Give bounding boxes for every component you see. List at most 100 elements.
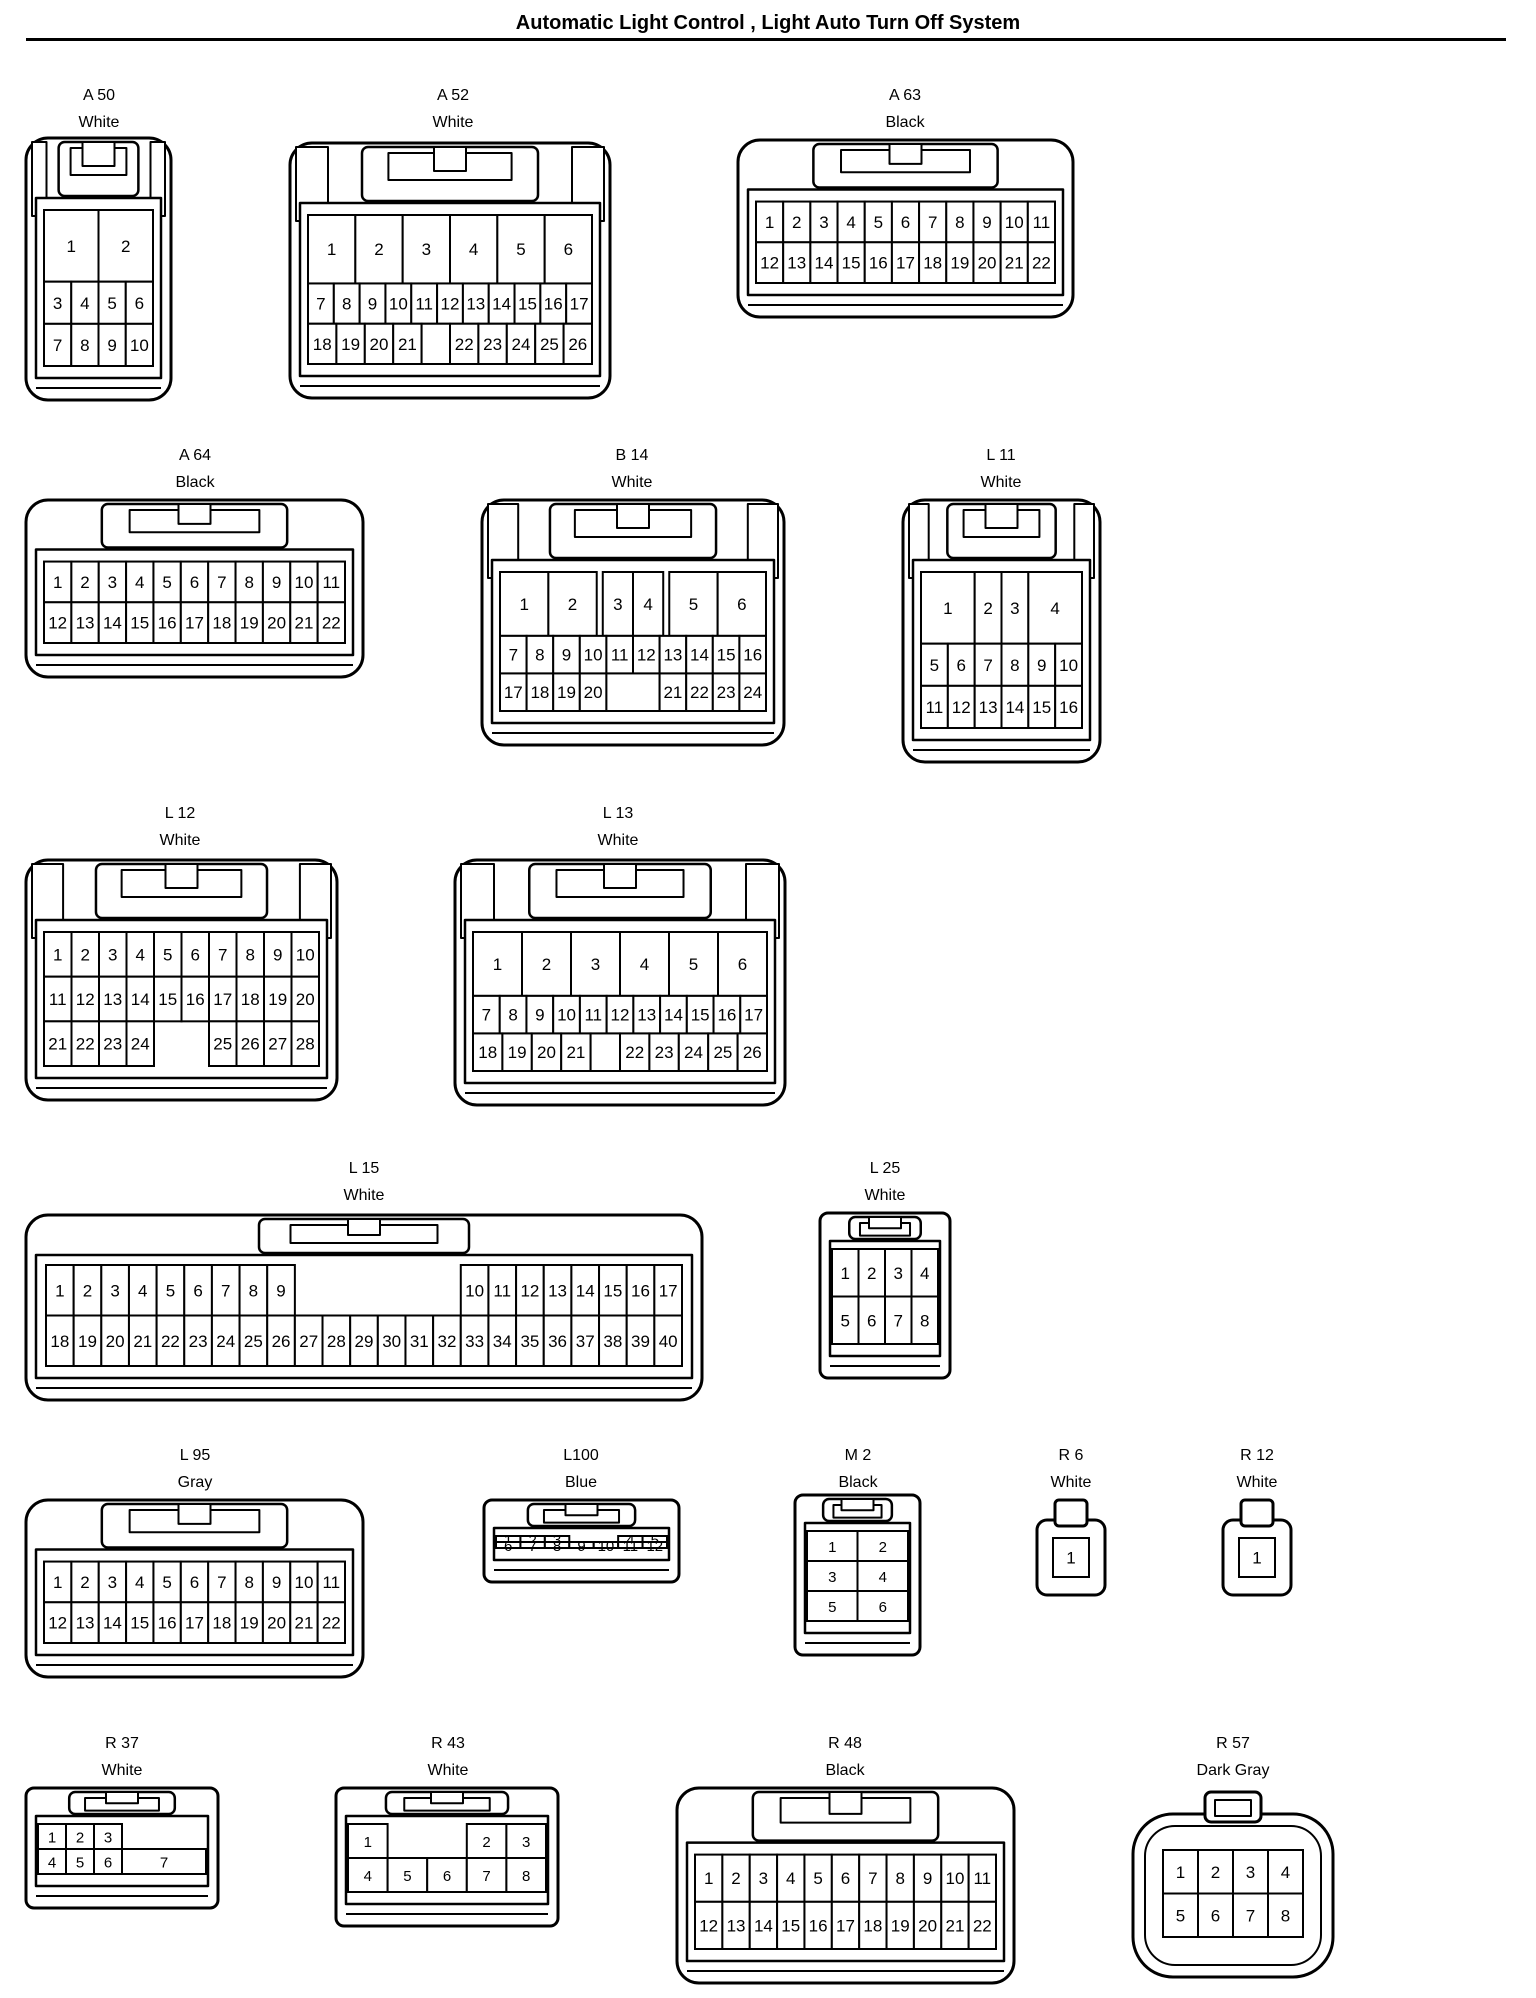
pin-number: 12 — [48, 1614, 67, 1633]
pin-number: 25 — [213, 1035, 232, 1054]
pin-cavity — [1027, 684, 1057, 729]
pin-cavity — [121, 1848, 207, 1875]
pin-cavity — [505, 1857, 547, 1893]
pin-number: 18 — [923, 254, 942, 273]
locking-tab — [81, 141, 116, 167]
pin-cavity — [694, 1900, 724, 1951]
pin-number: 2 — [568, 595, 577, 614]
pin-number: 1 — [1252, 1549, 1261, 1568]
connector-color: White — [1051, 1474, 1092, 1491]
pin-number: 11 — [1033, 213, 1051, 232]
pin-number: 2 — [83, 1281, 92, 1300]
connector-color: Black — [175, 474, 215, 491]
pin-number: 4 — [640, 955, 649, 974]
pin-number: 6 — [1211, 1906, 1220, 1925]
pin-cavity — [266, 1314, 296, 1367]
pin-cavity — [290, 1020, 320, 1067]
pin-number: 3 — [828, 1569, 836, 1586]
keyway — [605, 672, 661, 712]
pin-cavity — [748, 1900, 779, 1951]
pin-number: 9 — [273, 945, 282, 964]
pin-number: 24 — [684, 1043, 703, 1062]
pin-number: 14 — [1005, 698, 1024, 717]
pin-cavity — [625, 1314, 656, 1367]
pin-number: 34 — [493, 1332, 512, 1351]
locking-tab — [840, 1498, 875, 1512]
pin-number: 22 — [973, 1916, 992, 1935]
pin-number: 18 — [863, 1916, 882, 1935]
pin-number: 20 — [106, 1332, 125, 1351]
pin-number: 6 — [879, 1599, 887, 1616]
connector-id: R 6 — [1059, 1447, 1084, 1464]
pin-number: 8 — [246, 945, 255, 964]
pin-number: 28 — [296, 1035, 315, 1054]
pin-number: 21 — [398, 335, 417, 354]
pin-cavity — [97, 1560, 128, 1604]
pin-number: 11 — [611, 646, 629, 665]
pin-number: 17 — [213, 990, 232, 1009]
locking-tab — [164, 863, 199, 889]
pin-cavity — [653, 1314, 684, 1367]
pin-number: 16 — [743, 646, 762, 665]
pin-number: 4 — [920, 1264, 929, 1283]
pin-number: 9 — [276, 1281, 285, 1300]
pin-number: 17 — [836, 1916, 855, 1935]
pin-cavity — [43, 931, 73, 978]
pin-number: 1 — [53, 945, 62, 964]
pin-number: 1 — [53, 573, 62, 592]
title-rule — [26, 38, 1506, 41]
pin-number: 14 — [754, 1916, 773, 1935]
pin-number: 20 — [537, 1043, 556, 1062]
pin-cavity — [153, 975, 183, 1023]
pin-cavity — [347, 1857, 389, 1893]
pin-cavity — [290, 975, 320, 1023]
pin-number: 17 — [744, 1006, 763, 1025]
pin-cavity — [1232, 1849, 1269, 1895]
pin-number: 19 — [268, 990, 287, 1009]
pin-number: 5 — [1176, 1906, 1185, 1925]
pin-number: 16 — [158, 614, 177, 633]
pin-number: 5 — [930, 656, 939, 675]
pin-cavity — [885, 1853, 915, 1903]
pin-number: 26 — [272, 1332, 291, 1351]
pin-cavity — [235, 931, 265, 978]
connector-color: White — [344, 1187, 385, 1204]
pin-cavity — [806, 1590, 859, 1622]
pin-number: 10 — [598, 1538, 615, 1555]
pin-number: 3 — [1246, 1863, 1255, 1882]
pin-number: 3 — [110, 1281, 119, 1300]
pin-number: 11 — [584, 1006, 602, 1025]
pin-number: 10 — [1059, 656, 1078, 675]
pin-number: 13 — [979, 698, 998, 717]
pin-number: 3 — [104, 1830, 112, 1847]
pin-number: 1 — [943, 599, 952, 618]
pin-cavity — [153, 931, 183, 978]
pin-cavity — [316, 601, 346, 645]
pin-cavity — [565, 282, 594, 325]
pin-number: 9 — [107, 336, 116, 355]
pin-cavity — [641, 1541, 668, 1549]
pin-number: 14 — [664, 1006, 683, 1025]
pin-cavity — [124, 322, 154, 367]
keyway — [589, 1032, 621, 1072]
pin-cavity — [307, 282, 335, 325]
pin-number: 6 — [901, 213, 910, 232]
pin-number: 24 — [512, 335, 531, 354]
pin-number: 11 — [493, 1281, 511, 1300]
pin-number: 1 — [1066, 1549, 1075, 1568]
connector-id: L100 — [563, 1447, 599, 1464]
pin-number: 5 — [76, 1855, 84, 1872]
pin-number: 3 — [613, 595, 622, 614]
pin-number: 16 — [631, 1281, 650, 1300]
pin-cavity — [238, 1264, 269, 1317]
connector-id: R 37 — [105, 1735, 139, 1752]
pin-cavity — [668, 571, 719, 637]
pin-number: 5 — [689, 595, 698, 614]
locking-tab — [616, 503, 650, 529]
connector-color: White — [160, 832, 201, 849]
pin-number: 8 — [895, 1869, 904, 1888]
